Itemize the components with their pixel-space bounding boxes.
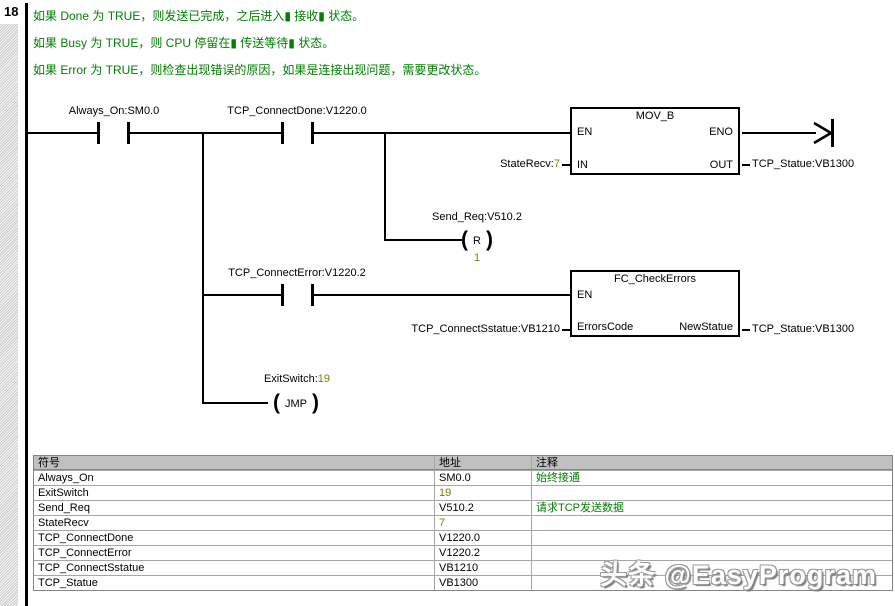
cell-comment[interactable]: [531, 561, 892, 575]
header-address: 地址: [434, 456, 531, 469]
contact-always-on-label: Always_On:SM0.0: [68, 105, 160, 117]
fc-pin-en: EN: [577, 289, 593, 301]
cell-comment[interactable]: 请求TCP发送数据: [531, 501, 892, 515]
mov-b-in-operand[interactable]: StateRecv:7: [400, 158, 560, 170]
coil-paren-right: ): [485, 228, 493, 251]
watermark: 头条 @EasyProgram: [600, 560, 877, 590]
table-row: TCP_Statue VB1300: [34, 575, 892, 590]
power-rail: [25, 3, 28, 606]
mov-b-in-operand-value: 7: [553, 158, 560, 170]
table-row: Send_Req V510.2 请求TCP发送数据: [34, 500, 892, 515]
wire-error-b: [314, 294, 570, 296]
cell-comment[interactable]: [531, 531, 892, 545]
table-row: TCP_ConnectSstatue VB1210: [34, 560, 892, 575]
mov-b-pin-in: IN: [577, 159, 588, 171]
fc-in-operand[interactable]: TCP_ConnectSstatue:VB1210: [411, 323, 560, 335]
cell-symbol[interactable]: TCP_ConnectSstatue: [38, 562, 145, 574]
cell-comment[interactable]: [531, 486, 892, 500]
reset-coil-param: 1: [473, 252, 481, 264]
wire-rung1-c: [314, 132, 570, 134]
network-comment[interactable]: 如果 Done 为 TRUE，则发送已完成，之后进入▮ 接收▮ 状态。 如果 B…: [33, 3, 486, 84]
mov-b-in-operand-name: StateRecv:: [500, 158, 554, 170]
jump-coil-label: ExitSwitch:19: [217, 373, 377, 385]
comment-line: 如果 Busy 为 TRUE，则 CPU 停留在▮ 传送等待▮ 状态。: [33, 36, 335, 50]
rung-continuation-arrow-icon: [813, 119, 834, 147]
cell-symbol[interactable]: Always_On: [38, 472, 94, 484]
cell-address[interactable]: 7: [434, 516, 531, 530]
mov-b-pin-en: EN: [577, 126, 593, 138]
comment-line: 如果 Done 为 TRUE，则发送已完成，之后进入▮ 接收▮ 状态。: [33, 9, 365, 23]
cell-symbol[interactable]: Send_Req: [38, 502, 90, 514]
wire-fc-in-tick: [562, 329, 570, 331]
mov-b-out-operand[interactable]: TCP_Statue:VB1300: [752, 158, 855, 170]
cell-address[interactable]: VB1210: [434, 561, 531, 575]
wire-jmp: [204, 402, 268, 404]
cell-address[interactable]: V1220.2: [434, 546, 531, 560]
wire-branch-reset: [384, 132, 386, 241]
contact-connect-error-label: TCP_ConnectError:V1220.2: [228, 267, 366, 279]
wire-mov-in-tick: [562, 164, 570, 166]
contact-bar: [311, 284, 314, 306]
contact-bar: [97, 122, 100, 144]
contact-bar: [281, 284, 284, 306]
wire-eno-out: [742, 132, 816, 134]
wire-mov-out-tick: [742, 164, 750, 166]
table-row: ExitSwitch 19: [34, 485, 892, 500]
table-row: Always_On SM0.0 始终接通: [34, 470, 892, 485]
symbol-table-header: 符号 地址 注释: [34, 456, 892, 470]
coil-paren-right: ): [312, 391, 319, 414]
cell-symbol[interactable]: TCP_ConnectError: [38, 547, 132, 559]
mov-b-pin-out: OUT: [709, 159, 733, 171]
header-comment: 注释: [531, 456, 892, 469]
fc-pin-newstatue: NewStatue: [679, 321, 733, 333]
cell-comment[interactable]: [531, 576, 892, 590]
mov-b-block[interactable]: MOV_B EN ENO IN OUT: [570, 107, 740, 175]
contact-bar: [281, 122, 284, 144]
cell-address[interactable]: SM0.0: [434, 471, 531, 485]
wire-branch-left: [202, 132, 204, 404]
cell-address[interactable]: 19: [434, 486, 531, 500]
jump-coil-symbol: JMP: [285, 398, 307, 410]
cell-comment[interactable]: [531, 546, 892, 560]
wire-error-a: [204, 294, 281, 296]
coil-paren-left: (: [273, 391, 280, 414]
cell-address[interactable]: V510.2: [434, 501, 531, 515]
mov-b-title: MOV_B: [635, 110, 675, 122]
contact-bar: [127, 122, 130, 144]
network-number: 18: [4, 4, 19, 19]
jump-coil-label-value: 19: [317, 373, 331, 385]
cell-symbol[interactable]: StateRecv: [38, 517, 89, 529]
fc-checkerrors-title: FC_CheckErrors: [614, 273, 696, 285]
jump-coil[interactable]: ( JMP ): [264, 391, 328, 415]
contact-connect-done-label: TCP_ConnectDone:V1220.0: [227, 105, 367, 117]
table-row: StateRecv 7: [34, 515, 892, 530]
jump-coil-label-name: ExitSwitch:: [263, 373, 318, 385]
reset-coil-symbol: R: [473, 235, 481, 247]
header-symbol: 符号: [38, 457, 60, 469]
wire-rung1-b: [130, 132, 281, 134]
cell-address[interactable]: VB1300: [434, 576, 531, 590]
fc-checkerrors-block[interactable]: FC_CheckErrors EN ErrorsCode NewStatue: [570, 270, 740, 337]
fc-pin-errorscode: ErrorsCode: [577, 321, 634, 333]
cell-symbol[interactable]: ExitSwitch: [38, 487, 89, 499]
cell-comment[interactable]: 始终接通: [531, 471, 892, 485]
table-row: TCP_ConnectError V1220.2: [34, 545, 892, 560]
cell-comment[interactable]: [531, 516, 892, 530]
wire-fc-out-tick: [742, 329, 750, 331]
comment-line: 如果 Error 为 TRUE，则检查出现错误的原因，如果是连接出现问题，需要更…: [33, 63, 487, 77]
cell-symbol[interactable]: TCP_ConnectDone: [38, 532, 134, 544]
fc-out-operand[interactable]: TCP_Statue:VB1300: [752, 323, 855, 335]
wire-rung1-a: [27, 132, 97, 134]
network-margin-strip: [0, 24, 18, 606]
table-row: TCP_ConnectDone V1220.0: [34, 530, 892, 545]
mov-b-pin-eno: ENO: [709, 126, 733, 138]
contact-bar: [311, 122, 314, 144]
symbol-table: 符号 地址 注释 Always_On SM0.0 始终接通 ExitSwitch…: [33, 455, 893, 591]
reset-coil[interactable]: ( R ): [447, 228, 507, 252]
wire-reset-coil: [386, 239, 462, 241]
coil-paren-left: (: [461, 228, 469, 251]
reset-coil-label: Send_Req:V510.2: [432, 211, 522, 223]
cell-address[interactable]: V1220.0: [434, 531, 531, 545]
cell-symbol[interactable]: TCP_Statue: [38, 577, 98, 589]
